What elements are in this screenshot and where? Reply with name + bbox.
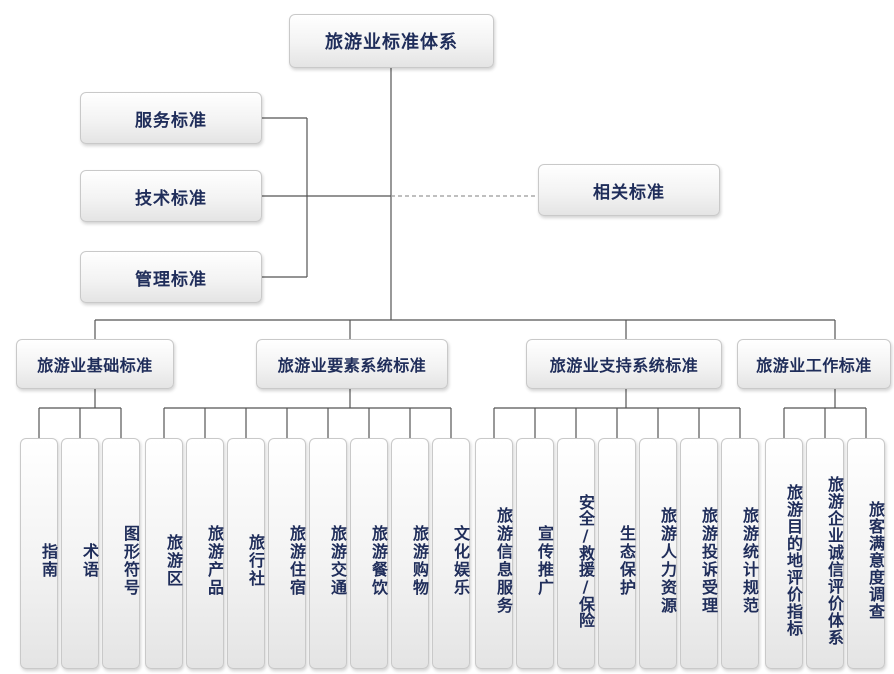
- group-work-standards: 旅游业工作标准: [737, 339, 891, 389]
- leaf-tourism-transport: 旅游交通: [309, 438, 347, 669]
- leaf-enterprise-integrity-evaluation: 旅游企业诚信评价体系: [806, 438, 844, 669]
- root-node: 旅游业标准体系: [289, 14, 494, 68]
- leaf-travel-agency: 旅行社: [227, 438, 265, 669]
- leaf-tourism-accommodation: 旅游住宿: [268, 438, 306, 669]
- group-support-system-standards: 旅游业支持系统标准: [526, 339, 722, 389]
- technical-standards-node: 技术标准: [80, 170, 262, 222]
- leaf-promotion: 宣传推广: [516, 438, 554, 669]
- leaf-safety-rescue-insurance: 安全/救援/保险: [557, 438, 595, 669]
- leaf-graphic-symbols: 图形符号: [102, 438, 140, 669]
- leaf-tourism-complaint-handling: 旅游投诉受理: [680, 438, 718, 669]
- leaf-tourism-catering: 旅游餐饮: [350, 438, 388, 669]
- leaf-ecological-protection: 生态保护: [598, 438, 636, 669]
- leaf-tourism-statistics-norms: 旅游统计规范: [721, 438, 759, 669]
- leaf-tourist-area: 旅游区: [145, 438, 183, 669]
- leaf-tourism-products: 旅游产品: [186, 438, 224, 669]
- leaf-culture-entertainment: 文化娱乐: [432, 438, 470, 669]
- management-standards-node: 管理标准: [80, 251, 262, 303]
- service-standards-node: 服务标准: [80, 92, 262, 144]
- leaf-traveler-satisfaction-survey: 旅客满意度调查: [847, 438, 885, 669]
- leaf-tourism-human-resources: 旅游人力资源: [639, 438, 677, 669]
- leaf-tourism-info-service: 旅游信息服务: [475, 438, 513, 669]
- related-standards-node: 相关标准: [538, 164, 720, 216]
- leaf-tourism-shopping: 旅游购物: [391, 438, 429, 669]
- leaf-terminology: 术语: [61, 438, 99, 669]
- group-basic-standards: 旅游业基础标准: [16, 339, 174, 389]
- group-element-system-standards: 旅游业要素系统标准: [256, 339, 448, 389]
- leaf-guide: 指南: [20, 438, 58, 669]
- leaf-destination-evaluation: 旅游目的地评价指标: [765, 438, 803, 669]
